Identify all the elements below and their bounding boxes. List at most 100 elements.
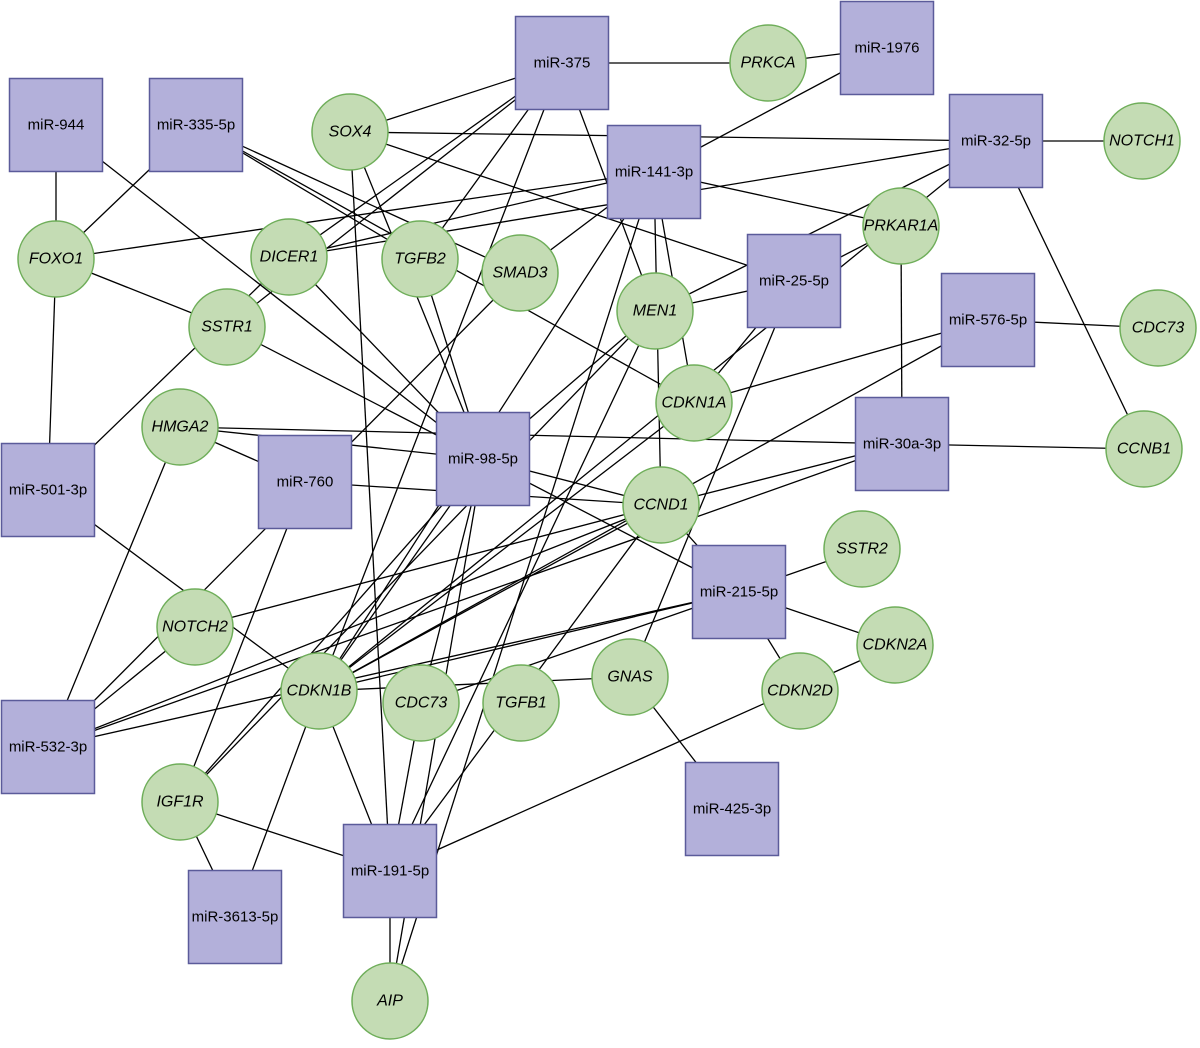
gene-circle [481, 234, 559, 312]
gene-circle [17, 220, 95, 298]
gene-node-AIP[interactable]: AIP [351, 962, 429, 1040]
edge-m30a-m532 [47, 443, 903, 748]
mirna-node-m30a[interactable]: miR-30a-3p [854, 396, 950, 492]
mirna-node-m1976[interactable]: miR-1976 [839, 0, 935, 96]
edge-m532-HMGA2 [47, 426, 181, 748]
gene-circle [280, 652, 358, 730]
mirna-node-m532[interactable]: miR-532-3p [0, 699, 96, 795]
edge-m375-CDKN1B [318, 62, 563, 692]
edges-layer [47, 47, 1159, 1002]
gene-circle [622, 466, 700, 544]
mirna-box [940, 272, 1036, 368]
gene-node-TGFB1[interactable]: TGFB1 [482, 664, 560, 742]
gene-node-HMGA2[interactable]: HMGA2 [141, 388, 219, 466]
gene-node-SSTR2[interactable]: SSTR2 [823, 510, 901, 588]
gene-node-CCND1[interactable]: CCND1 [622, 466, 700, 544]
edge-m32-CCNB1 [995, 140, 1145, 450]
mirna-label: miR-760 [277, 474, 334, 491]
gene-node-IGF1R[interactable]: IGF1R [141, 763, 219, 841]
mirna-label: miR-141-3p [615, 164, 693, 181]
gene-circle [250, 218, 328, 296]
gene-label: SSTR1 [201, 319, 253, 336]
mirna-label: miR-1976 [854, 40, 919, 57]
mirna-node-m425[interactable]: miR-425-3p [684, 761, 780, 857]
gene-node-GNAS[interactable]: GNAS [591, 638, 669, 716]
gene-node-NOTCH2[interactable]: NOTCH2 [156, 588, 234, 666]
gene-label: CDC73 [1132, 320, 1185, 337]
mirna-box [187, 869, 283, 965]
gene-node-SMAD3[interactable]: SMAD3 [481, 234, 559, 312]
gene-node-DICER1[interactable]: DICER1 [250, 218, 328, 296]
edge-m335-SMAD3 [195, 124, 521, 274]
gene-label: CCND1 [633, 497, 688, 514]
edge-m760-IGF1R [179, 481, 306, 803]
gene-label: SSTR2 [836, 541, 888, 558]
gene-node-PRKAR1A[interactable]: PRKAR1A [862, 187, 940, 265]
mirna-node-m576[interactable]: miR-576-5p [940, 272, 1036, 368]
edge-CDKN1B-GNAS [318, 676, 631, 692]
edge-m32-MEN1 [654, 140, 997, 312]
mirna-node-m944[interactable]: miR-944 [8, 77, 104, 173]
gene-node-CDKN1B[interactable]: CDKN1B [280, 652, 358, 730]
gene-node-PRKCA[interactable]: PRKCA [729, 24, 807, 102]
edge-CDKN1B-CCND1 [318, 504, 662, 692]
mirna-node-m191[interactable]: miR-191-5p [342, 823, 438, 919]
edge-m25-SOX4 [349, 131, 795, 282]
gene-label: NOTCH2 [162, 619, 228, 636]
mirna-node-m141[interactable]: miR-141-3p [606, 124, 702, 220]
gene-node-CDKN1A[interactable]: CDKN1A [655, 364, 733, 442]
gene-circle [729, 24, 807, 102]
gene-node-CDC73b[interactable]: CDC73 [382, 664, 460, 742]
mirna-label: miR-501-3p [9, 482, 87, 499]
gene-node-CDKN2A[interactable]: CDKN2A [856, 606, 934, 684]
mirna-node-m335[interactable]: miR-335-5p [148, 77, 244, 173]
edge-m576-CDKN1A [693, 319, 989, 404]
gene-node-SSTR1[interactable]: SSTR1 [188, 288, 266, 366]
edge-IGF1R-MEN1 [179, 310, 656, 803]
gene-node-CDC73a[interactable]: CDC73 [1119, 289, 1197, 367]
gene-node-CCNB1[interactable]: CCNB1 [1105, 410, 1183, 488]
mirna-node-m215[interactable]: miR-215-5p [691, 544, 787, 640]
gene-node-SOX4[interactable]: SOX4 [311, 93, 389, 171]
mirna-node-m501[interactable]: miR-501-3p [0, 442, 96, 538]
mirna-label: miR-191-5p [351, 863, 429, 880]
mirna-node-m760[interactable]: miR-760 [257, 434, 353, 530]
gene-label: CDKN1A [662, 395, 727, 412]
mirna-label: miR-425-3p [693, 801, 771, 818]
mirna-node-m32[interactable]: miR-32-5p [948, 93, 1044, 189]
gene-circle [141, 763, 219, 841]
gene-circle [351, 962, 429, 1040]
edge-m532-CCND1 [47, 504, 662, 748]
gene-label: CCNB1 [1117, 441, 1171, 458]
gene-node-MEN1[interactable]: MEN1 [616, 272, 694, 350]
gene-node-TGFB2[interactable]: TGFB2 [381, 220, 459, 298]
gene-label: DICER1 [260, 249, 319, 266]
mirna-label: miR-532-3p [9, 739, 87, 756]
gene-label: TGFB2 [394, 251, 446, 268]
mirna-node-m98[interactable]: miR-98-5p [435, 411, 531, 507]
gene-label: MEN1 [633, 303, 677, 320]
gene-node-FOXO1[interactable]: FOXO1 [17, 220, 95, 298]
edge-CDKN1B-CDKN1A [318, 402, 695, 692]
edge-m191-MEN1 [389, 310, 656, 872]
mirna-node-m25[interactable]: miR-25-5p [746, 233, 842, 329]
edge-m30a-HMGA2 [179, 426, 903, 445]
gene-circle [823, 510, 901, 588]
gene-node-CDKN2D[interactable]: CDKN2D [761, 652, 839, 730]
mirna-label: miR-32-5p [961, 133, 1031, 150]
gene-label: CDKN2D [767, 683, 833, 700]
gene-label: TGFB1 [495, 695, 547, 712]
gene-label: CDKN2A [863, 637, 928, 654]
mirna-label: miR-375 [534, 55, 591, 72]
gene-node-NOTCH1[interactable]: NOTCH1 [1103, 102, 1181, 180]
gene-label: SMAD3 [492, 265, 547, 282]
gene-circle [381, 220, 459, 298]
mirna-box [948, 93, 1044, 189]
mirna-label: miR-944 [28, 117, 85, 134]
mirna-node-m375[interactable]: miR-375 [514, 15, 610, 111]
mirna-node-m3613[interactable]: miR-3613-5p [187, 869, 283, 965]
mirna-label: miR-3613-5p [192, 909, 279, 926]
gene-label: HMGA2 [152, 419, 209, 436]
gene-circle [1119, 289, 1197, 367]
edge-m215-CDKN1B [318, 591, 740, 692]
